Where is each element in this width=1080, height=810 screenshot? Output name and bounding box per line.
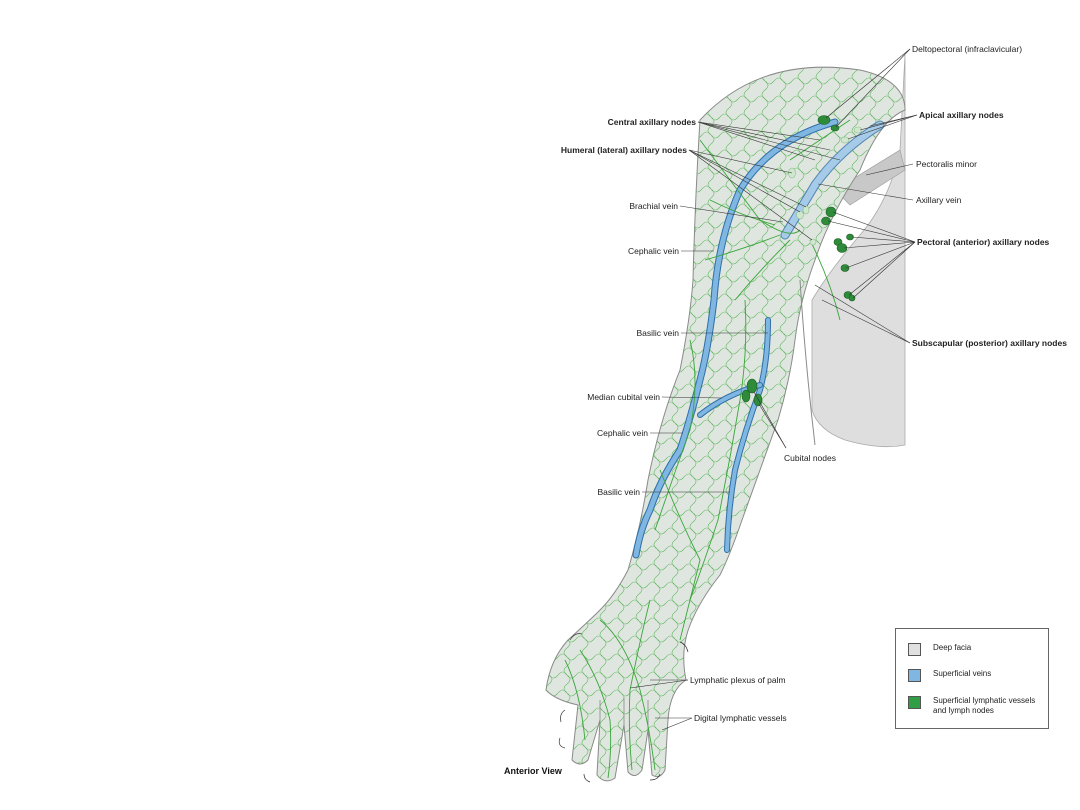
label-brachial-vein: Brachial vein <box>629 201 678 211</box>
flow-arrows <box>558 633 689 783</box>
legend-label-deep-fascia: Deep facia <box>933 643 972 652</box>
label-humeral-axillary: Humeral (lateral) axillary nodes <box>560 145 687 155</box>
legend-swatch-superficial-veins <box>908 669 921 682</box>
view-title: Anterior View <box>504 766 562 776</box>
label-cephalic-vein-lower: Cephalic vein <box>596 428 648 438</box>
legend-label-superficial-veins: Superficial veins <box>933 669 992 678</box>
label-subscapular-axillary: Subscapular (posterior) axillary nodes <box>912 338 1067 348</box>
label-basilic-vein-upper: Basilic vein <box>636 328 679 338</box>
label-deltopectoral: Deltopectoral (infraclavicular) <box>912 44 1023 54</box>
label-apical-axillary: Apical axillary nodes <box>919 110 1004 120</box>
axilla-fold <box>799 279 816 446</box>
label-central-axillary: Central axillary nodes <box>607 117 696 127</box>
deltopectoral-node <box>817 115 831 125</box>
legend-item-lymphatics: Superficial lymphatic vessels and lymph … <box>908 696 1045 715</box>
lymphatic-vessels <box>564 119 851 779</box>
label-pectoralis-minor: Pectoralis minor <box>916 159 977 169</box>
legend-label-lymphatics: Superficial lymphatic vessels and lymph … <box>933 696 1036 715</box>
label-digital-lymphatic: Digital lymphatic vessels <box>694 713 787 723</box>
label-cubital-nodes: Cubital nodes <box>784 453 836 463</box>
chest-fascia <box>811 54 906 448</box>
pectoralis-minor-shape <box>834 149 906 206</box>
pale-axillary-nodes <box>788 126 863 246</box>
legend-swatch-lymphatics <box>908 696 921 709</box>
arm-lymph-tint <box>546 67 905 781</box>
legend-box: Deep facia Superficial veins Superficial… <box>895 628 1049 729</box>
cubital-node <box>746 378 758 394</box>
label-median-cubital-vein: Median cubital vein <box>587 392 660 402</box>
label-axillary-vein: Axillary vein <box>916 195 962 205</box>
label-cephalic-vein-upper: Cephalic vein <box>627 246 679 256</box>
legend-item-deep-fascia: Deep facia <box>908 643 1045 656</box>
legend-swatch-deep-fascia <box>908 643 921 656</box>
lymph-nodes <box>741 115 856 407</box>
leader-lines <box>629 48 918 731</box>
label-lymphatic-plexus-palm: Lymphatic plexus of palm <box>690 675 786 685</box>
label-basilic-vein-lower: Basilic vein <box>597 487 640 497</box>
label-pectoral-axillary: Pectoral (anterior) axillary nodes <box>917 237 1050 247</box>
legend-item-superficial-veins: Superficial veins <box>908 669 1045 682</box>
